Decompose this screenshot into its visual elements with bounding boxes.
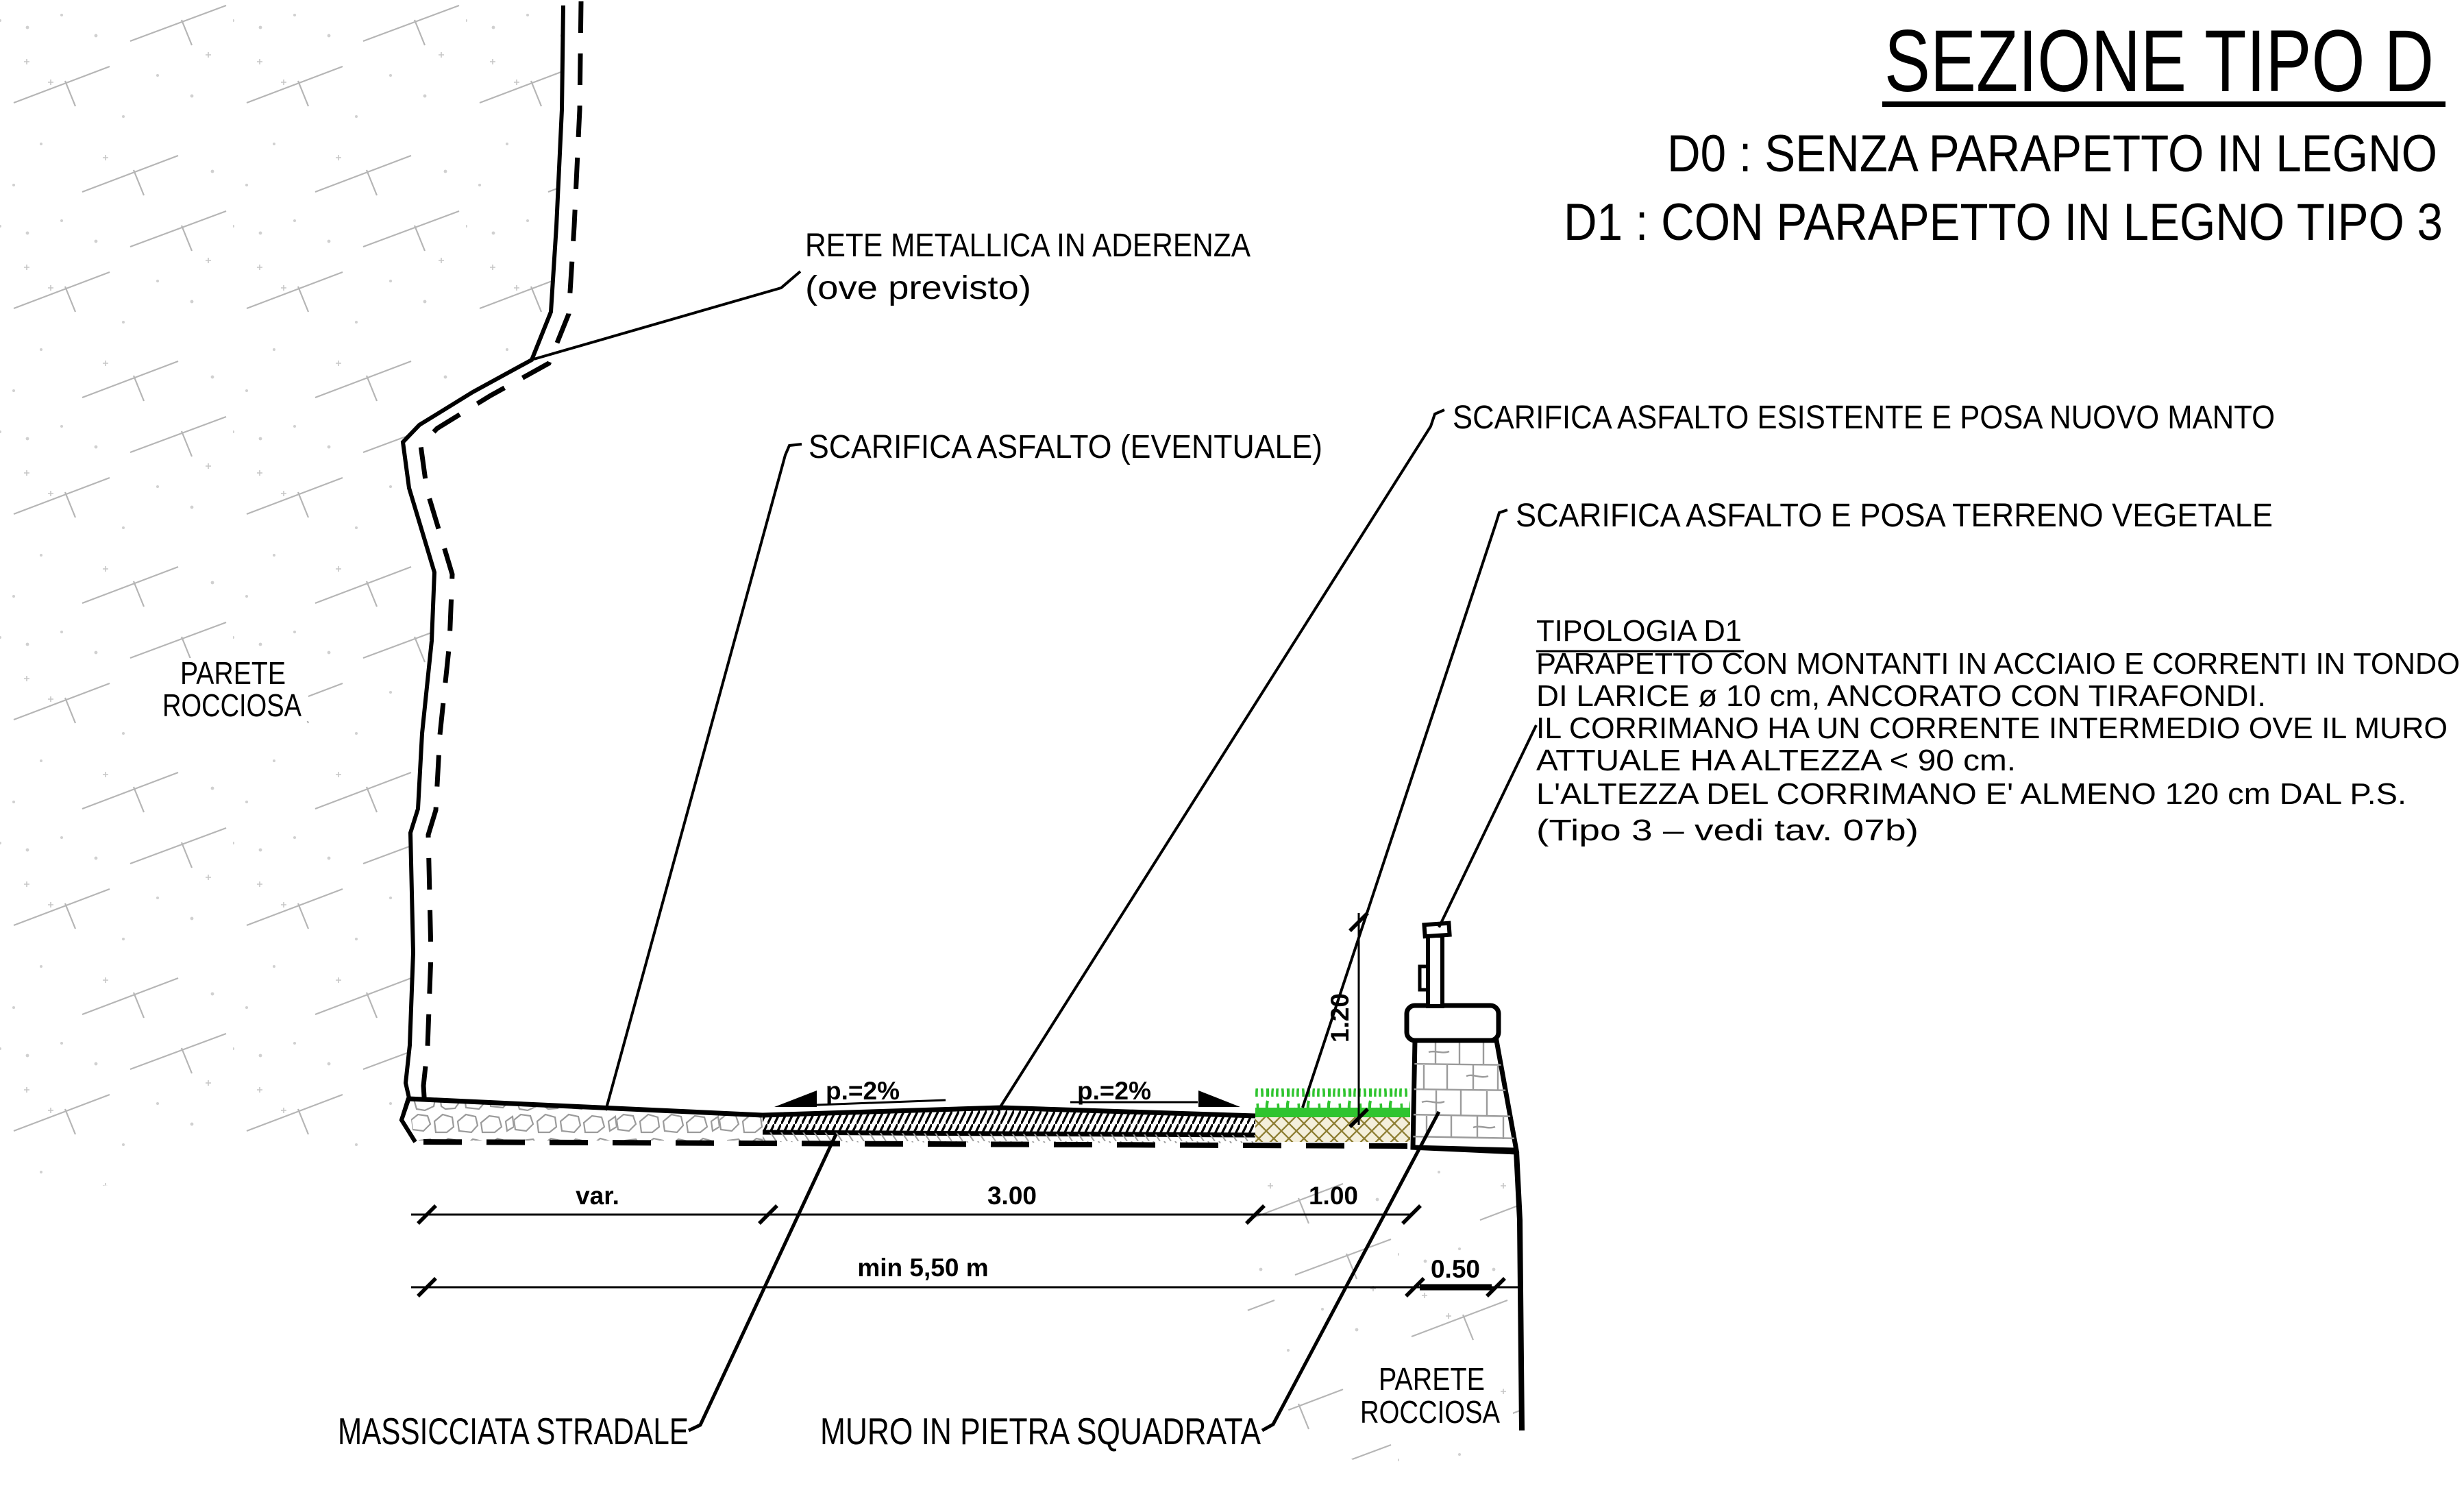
parapet-post bbox=[1418, 921, 1452, 1008]
label-halo bbox=[1369, 1364, 1492, 1396]
rock-left-hatch-area bbox=[0, 0, 563, 1198]
leader-tipologia bbox=[1438, 724, 1538, 928]
rock-face-left bbox=[0, 0, 584, 1198]
label-scarifica-terreno: SCARIFICA ASFALTO E POSA TERRENO VEGETAL… bbox=[1516, 498, 2273, 534]
label-massicciata: MASSICCIATA STRADALE bbox=[338, 1410, 689, 1452]
leader-massicciata bbox=[687, 1133, 838, 1433]
dimension-texts: var. 3.00 1.00 min 5,50 m 0.50 1.20 p.=2… bbox=[576, 993, 1480, 1283]
dim-var: var. bbox=[576, 1182, 619, 1210]
label-halo bbox=[156, 691, 308, 721]
note-heading: TIPOLOGIA D1 bbox=[1536, 614, 1742, 648]
note-line-4: ATTUALE HA ALTEZZA < 90 cm. bbox=[1536, 744, 2016, 777]
title-block: SEZIONE TIPO D D0 : SENZA PARAPETTO IN L… bbox=[1564, 12, 2445, 252]
dim-height-ticks bbox=[1348, 912, 1369, 1128]
tipologia-note: TIPOLOGIA D1 PARAPETTO CON MONTANTI IN A… bbox=[1536, 614, 2460, 847]
subtitle-d0: D0 : SENZA PARAPETTO IN LEGNO bbox=[1667, 125, 2437, 183]
label-rete-line2: (ove previsto) bbox=[805, 270, 1031, 306]
dimension-lines bbox=[411, 912, 1518, 1298]
label-halo bbox=[173, 658, 293, 690]
label-scarifica-eventuale: SCARIFICA ASFALTO (EVENTUALE) bbox=[809, 429, 1322, 465]
slope-arrow-left bbox=[774, 1091, 817, 1107]
bottom-labels: MASSICCIATA STRADALE MURO IN PIETRA SQUA… bbox=[338, 1410, 1261, 1452]
road-base-dashed-line bbox=[423, 1139, 1414, 1149]
note-line-3: IL CORRIMANO HA UN CORRENTE INTERMEDIO O… bbox=[1536, 711, 2448, 745]
label-parete-left-2: ROCCIOSA bbox=[162, 687, 301, 723]
handrail-cap bbox=[1422, 921, 1452, 939]
note-line-6: (Tipo 3 – vedi tav. 07b) bbox=[1536, 814, 1919, 847]
page-title: SEZIONE TIPO D bbox=[1884, 12, 2434, 110]
massicciata-area bbox=[408, 1099, 763, 1141]
road-left-corner bbox=[399, 1097, 417, 1143]
grass-base bbox=[1255, 1108, 1410, 1117]
asphalt-area bbox=[763, 1108, 1255, 1135]
note-line-2: DI LARICE ø 10 cm, ANCORATO CON TIRAFOND… bbox=[1536, 679, 2266, 713]
subtitle-d1: D1 : CON PARAPETTO IN LEGNO TIPO 3 bbox=[1564, 193, 2443, 252]
road-top-line-left bbox=[408, 1096, 763, 1118]
label-scarifica-nuovo-manto: SCARIFICA ASFALTO ESISTENTE E POSA NUOVO… bbox=[1453, 400, 2275, 436]
leader-rete bbox=[533, 270, 802, 361]
rock-left-dashed-line bbox=[418, 1, 584, 1119]
rock-left-profile-line bbox=[399, 5, 565, 1143]
leader-scarifica-terreno bbox=[1301, 509, 1508, 1108]
note-line-1: PARAPETTO CON MONTANTI IN ACCIAIO E CORR… bbox=[1536, 647, 2460, 681]
label-rete-line1: RETE METALLICA IN ADERENZA bbox=[805, 228, 1251, 264]
wall-bottom-line bbox=[1411, 1145, 1518, 1155]
dim-1-20: 1.20 bbox=[1326, 993, 1354, 1043]
dim-3-00: 3.00 bbox=[987, 1182, 1037, 1210]
wall-stone-courses bbox=[1413, 1040, 1516, 1140]
stone-wall bbox=[1404, 921, 1520, 1155]
dim-row2-ticks bbox=[417, 1277, 1506, 1298]
subbase-area bbox=[763, 1132, 1255, 1143]
leader-muro bbox=[1261, 1110, 1441, 1433]
post-steel bbox=[1426, 934, 1444, 1008]
leader-lines bbox=[533, 270, 1538, 1433]
label-halo bbox=[1351, 1397, 1513, 1428]
slope-label-right: p.=2% bbox=[1077, 1077, 1151, 1105]
annotation-texts: RETE METALLICA IN ADERENZA (ove previsto… bbox=[805, 228, 2275, 534]
label-muro: MURO IN PIETRA SQUADRATA bbox=[820, 1410, 1261, 1452]
leader-scarifica-nuovo-manto bbox=[996, 409, 1445, 1112]
topsoil-lattice bbox=[1255, 1116, 1410, 1142]
dim-row1-ticks bbox=[417, 1204, 1422, 1225]
dim-0-50: 0.50 bbox=[1431, 1255, 1480, 1283]
slope-indicators bbox=[774, 1091, 1240, 1107]
leader-scarifica-eventuale bbox=[604, 443, 802, 1111]
label-parete-right-2: ROCCIOSA bbox=[1360, 1394, 1500, 1430]
rock-right-edge-line bbox=[1514, 1151, 1525, 1431]
label-parete-right-1: PARETE bbox=[1379, 1361, 1485, 1397]
parete-left-label: PARETE ROCCIOSA bbox=[156, 655, 308, 723]
road-section bbox=[399, 1088, 1414, 1149]
parete-right-label: PARETE ROCCIOSA bbox=[1351, 1361, 1513, 1430]
dim-1-00: 1.00 bbox=[1309, 1182, 1358, 1210]
note-line-5: L'ALTEZZA DEL CORRIMANO E' ALMENO 120 cm… bbox=[1536, 777, 2406, 811]
slope-line-left bbox=[816, 1099, 946, 1106]
dim-min-550: min 5,50 m bbox=[857, 1254, 988, 1282]
label-parete-left-1: PARETE bbox=[180, 655, 286, 691]
slope-label-left: p.=2% bbox=[826, 1077, 900, 1105]
wall-coping bbox=[1404, 1003, 1501, 1043]
slope-arrow-right bbox=[1198, 1091, 1240, 1107]
